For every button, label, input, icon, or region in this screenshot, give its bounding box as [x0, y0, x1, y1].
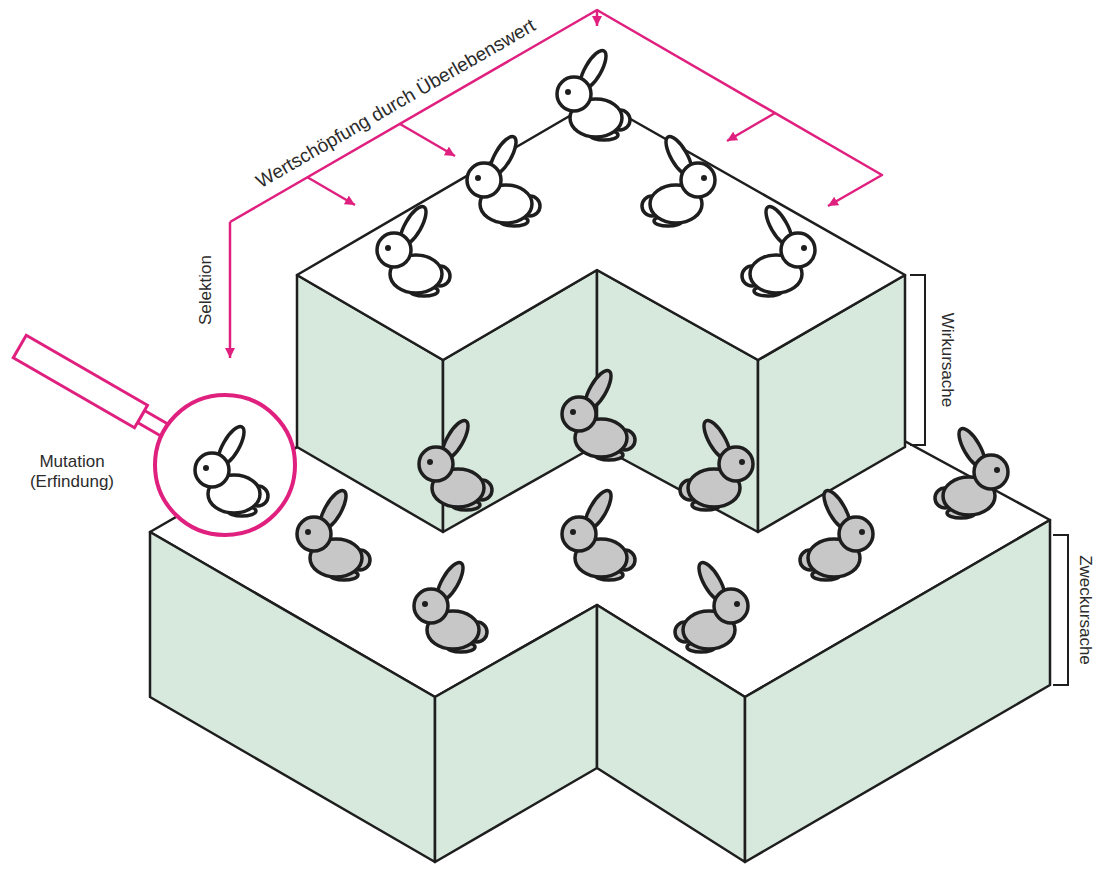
rabbit-icon — [642, 133, 715, 226]
bracket — [1053, 535, 1068, 685]
rabbit-icon — [414, 559, 487, 652]
rabbit-icon — [935, 425, 1008, 518]
rabbit-icon — [297, 487, 370, 580]
bracket-label: Zweckursache — [1075, 555, 1095, 665]
mutant-rabbit-icon — [195, 423, 268, 516]
selection-arrow — [727, 113, 775, 141]
callout-label: Mutation (Erfindung) — [20, 452, 124, 493]
rabbit-icon — [557, 47, 630, 140]
block-face — [745, 520, 1050, 862]
upper-block — [297, 100, 905, 532]
arrow-label: Selektion — [196, 255, 216, 325]
rabbit-icon — [680, 417, 753, 510]
rabbit-icon — [467, 133, 540, 226]
selection-line — [230, 10, 882, 222]
selection-arrow — [307, 177, 355, 205]
magnifier-lens — [155, 395, 295, 535]
brackets — [910, 275, 1068, 685]
bracket-label: Wertschöpfung durch Überlebenswert — [252, 14, 539, 193]
selection-arrow — [400, 124, 455, 156]
grey-rabbits — [297, 367, 1008, 652]
rabbit-icon — [562, 367, 635, 460]
rabbit-icon — [562, 487, 635, 580]
rabbit-icon — [800, 487, 873, 580]
rabbit-icon — [742, 203, 815, 296]
selection-arrow — [229, 222, 232, 358]
bracket-label: Wirkursache — [937, 313, 957, 407]
magnifier — [13, 335, 295, 535]
rabbit-icon — [419, 417, 492, 510]
selection-arrow — [596, 10, 599, 26]
block-face — [150, 532, 435, 862]
rabbit-icon — [675, 559, 748, 652]
bracket — [910, 275, 925, 445]
magnifier-handle — [13, 335, 147, 428]
rabbit-icon — [377, 203, 450, 296]
selection-lines — [230, 10, 882, 358]
